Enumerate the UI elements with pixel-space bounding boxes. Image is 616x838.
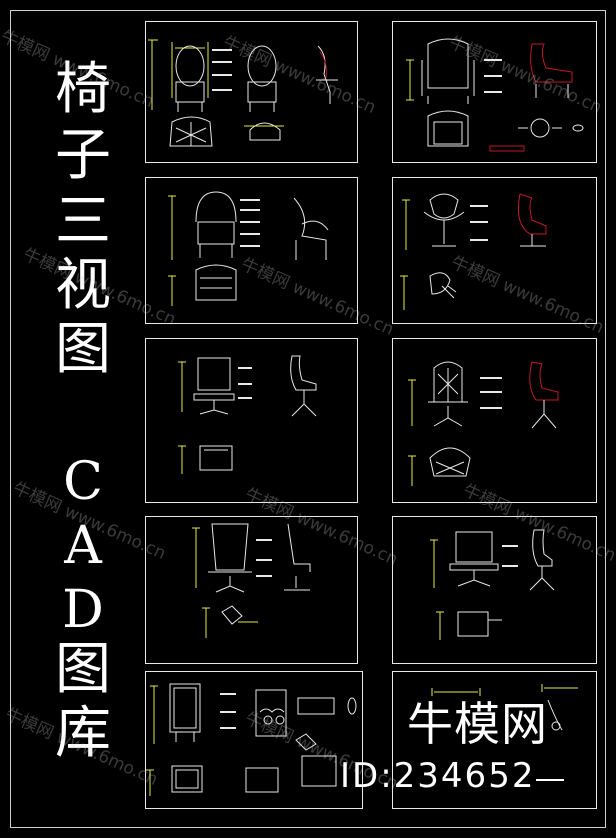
drawing-task-chair [430,529,555,640]
drawing-office-chair [178,355,317,474]
drawing-traditional-chair [146,683,357,796]
panel-7 [145,516,358,664]
panel-1 [145,21,358,163]
title-char-5: 图 [55,317,111,382]
title-char-7: 库 [55,701,111,766]
brand-id-underline [536,779,564,781]
drawing-classic-chair [168,191,329,306]
title-char-4: 视 [55,253,111,318]
panel-5 [145,338,358,503]
panel-8 [392,516,597,664]
panel-4 [392,177,597,324]
title-char-6: 图 [55,637,111,702]
title-char-2: 子 [55,123,111,188]
title-char-1: 椅 [55,57,111,122]
panel-3 [145,177,358,324]
drawing-armchair [406,38,584,152]
brand-name: 牛模网 [407,697,548,751]
title-letter-d: D [62,580,104,640]
drawing-executive-chair [408,361,559,486]
title-char-3: 三 [55,189,111,254]
panel-6 [392,338,597,503]
panel-10 [392,671,597,809]
drawing-ornate-chair [148,39,338,147]
drawing-lounge-chair-2 [431,684,578,731]
title-letter-c: C [63,452,103,512]
title-letter-a: A [64,516,102,576]
drawing-egg-chair [400,193,547,310]
brand-id: ID:234652 [340,756,536,796]
drawing-lounge-chair [192,523,311,638]
drawing-frame [10,10,606,828]
